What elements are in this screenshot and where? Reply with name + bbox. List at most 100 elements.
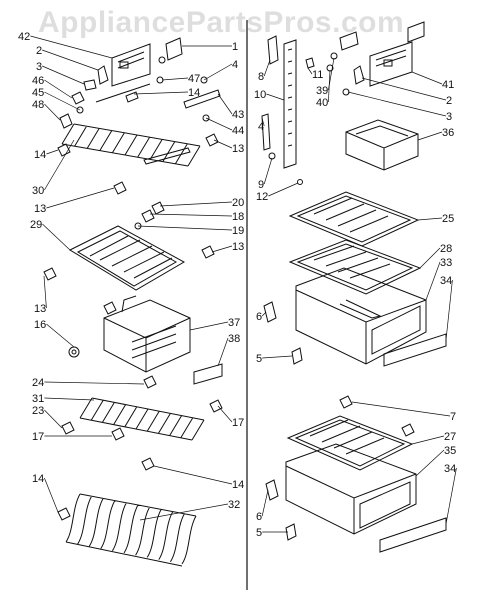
wire-shelf-bottom-left	[65, 493, 197, 567]
callout-number: 13	[232, 241, 244, 253]
callout-number: 4	[258, 121, 264, 133]
callout-number: 44	[232, 125, 244, 137]
leader-line	[419, 247, 441, 269]
leader-line	[417, 131, 443, 141]
clip-23	[61, 421, 75, 435]
leader-line	[445, 279, 453, 341]
left-top-bracket	[111, 43, 151, 87]
callout-number: 6	[256, 311, 262, 323]
glass-shelf-25	[288, 191, 420, 247]
bracket-4	[261, 113, 271, 151]
callout-number: 23	[32, 405, 44, 417]
leader-line	[261, 311, 267, 317]
crisper-drawer-33	[295, 267, 427, 365]
callout-number: 8	[258, 71, 264, 83]
clip-20	[151, 201, 165, 215]
callout-number: 4	[232, 59, 238, 71]
rod-43	[183, 89, 221, 109]
callout-number: 34	[444, 463, 456, 475]
leader-line	[213, 139, 233, 149]
leader-line	[261, 117, 265, 127]
callout-number: 39	[316, 85, 328, 97]
callout-number: 20	[232, 197, 244, 209]
leader-line	[137, 225, 233, 231]
tray-36	[345, 119, 419, 171]
leader-line	[44, 79, 73, 99]
leader-line	[44, 409, 63, 429]
clip-13-glass-r	[201, 245, 215, 259]
callout-number: 13	[34, 203, 46, 215]
leader-line	[266, 93, 285, 101]
callout-number: 18	[232, 211, 244, 223]
rail-10	[283, 39, 297, 169]
left-small-bracket	[158, 37, 183, 64]
crisper-cover-28	[288, 239, 422, 295]
clip-6-bottom	[265, 479, 279, 501]
clip-14-low	[141, 457, 155, 471]
leader-line	[44, 381, 145, 385]
callout-number: 2	[36, 45, 42, 57]
leader-line	[205, 117, 233, 131]
callout-number: 14	[34, 149, 46, 161]
leader-line	[44, 397, 95, 401]
leader-line	[139, 503, 229, 521]
hinge-2-right	[353, 65, 365, 85]
right-top-bracket-41	[369, 21, 425, 87]
clip-7-a	[339, 395, 353, 409]
leader-line	[411, 71, 443, 85]
callout-number: 41	[442, 79, 454, 91]
leader-line	[42, 223, 71, 251]
leader-line	[44, 477, 59, 513]
clip-17-right	[209, 399, 223, 413]
left-screw-14a	[125, 91, 139, 103]
clip-13-glass-l	[43, 267, 57, 281]
leader-line	[347, 91, 447, 117]
callout-number: 17	[232, 417, 244, 429]
callout-number: 5	[256, 527, 262, 539]
callout-number: 48	[32, 99, 44, 111]
leader-line	[42, 65, 85, 85]
glass-shelf-27	[286, 415, 414, 471]
clip-18	[141, 209, 155, 223]
callout-number: 29	[30, 219, 42, 231]
leader-line	[153, 465, 233, 485]
leader-line	[149, 213, 233, 217]
callout-number: 47	[188, 73, 200, 85]
clip-11	[305, 57, 315, 69]
callout-number: 6	[256, 511, 262, 523]
door-bin-37	[103, 295, 191, 373]
callout-number: 7	[450, 411, 456, 423]
callout-number: 14	[232, 479, 244, 491]
leader-line	[262, 355, 293, 359]
callout-number: 13	[232, 143, 244, 155]
wire-shelf-top-left	[61, 123, 201, 167]
callout-number: 25	[442, 213, 454, 225]
leader-line	[44, 139, 75, 191]
left-hinge-2	[97, 65, 109, 85]
callout-number: 9	[258, 179, 264, 191]
callout-number: 32	[228, 499, 240, 511]
leader-line	[445, 467, 457, 525]
callout-number: 16	[34, 319, 46, 331]
left-clip-46	[71, 91, 85, 105]
leader-line	[42, 49, 99, 71]
leader-line	[44, 91, 81, 111]
leader-line	[203, 63, 233, 81]
callout-number: 24	[32, 377, 44, 389]
leader-line	[263, 157, 273, 185]
glass-shelf-left	[68, 225, 186, 291]
leader-line	[30, 35, 113, 59]
leader-line	[417, 217, 443, 221]
shelf-trim-top	[143, 147, 191, 165]
leader-line	[217, 93, 233, 115]
callout-number: 19	[232, 225, 244, 237]
callout-number: 42	[18, 31, 30, 43]
trim-38	[193, 363, 223, 385]
callout-number: 45	[32, 87, 44, 99]
callout-number: 34	[440, 275, 452, 287]
clip-17-left	[111, 427, 125, 441]
callout-number: 37	[228, 317, 240, 329]
callout-number: 27	[444, 431, 456, 443]
bracket-small-right	[339, 31, 359, 51]
leader-line	[361, 77, 447, 101]
